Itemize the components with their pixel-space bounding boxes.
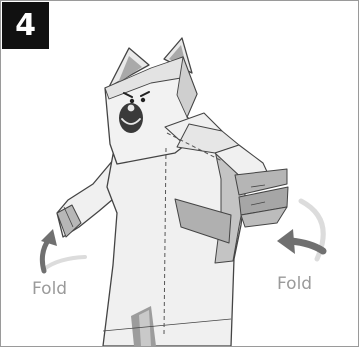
left-fold-arrow-trail: [44, 257, 85, 269]
step-number-badge: 4: [2, 2, 49, 49]
fold-label-left: Fold: [32, 279, 67, 299]
bear-nose: [128, 105, 135, 112]
right-eye: [141, 98, 145, 102]
left-eye: [130, 99, 134, 103]
right-fold-arrow: [291, 241, 323, 251]
curved-arrow-left-icon: [277, 229, 295, 254]
fold-label-right: Fold: [277, 274, 312, 294]
left-leg-inner: [139, 310, 151, 346]
curved-arrow-up-icon: [41, 229, 57, 246]
